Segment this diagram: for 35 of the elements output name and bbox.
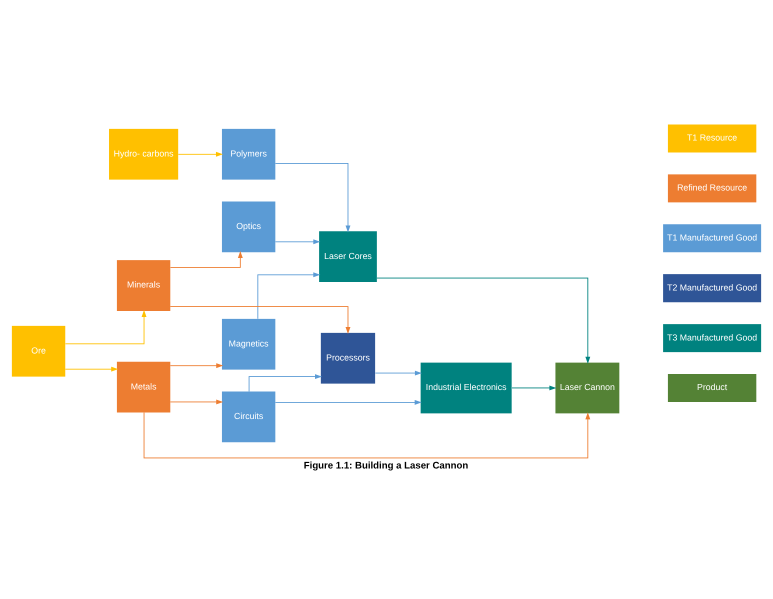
node-box: Laser Cannon	[555, 362, 620, 413]
arrow	[178, 151, 223, 156]
arrow	[64, 366, 118, 372]
node-box: Magnetics	[222, 318, 276, 370]
arrow	[170, 250, 243, 268]
arrow	[275, 399, 422, 404]
arrow	[65, 309, 146, 344]
legend-label: T1 Manufactured Good	[667, 232, 758, 242]
arrow	[170, 362, 224, 368]
legend-label: Refined Resource	[677, 182, 748, 192]
node-box: Laser Cores	[319, 230, 377, 282]
arrow	[376, 277, 590, 364]
arrow	[170, 306, 350, 334]
arrow	[512, 385, 556, 390]
node-box: Minerals	[116, 260, 170, 310]
arrow	[374, 370, 422, 376]
node-box: Optics	[222, 201, 276, 252]
node-box: Hydro- carbons	[109, 128, 178, 180]
legend-label: T3 Manufactured Good	[667, 332, 758, 342]
legend-label: Product	[697, 382, 728, 392]
legend-label: T1 Resource	[687, 132, 738, 142]
arrow	[144, 412, 590, 458]
arrow	[170, 399, 224, 404]
arrow	[248, 374, 322, 392]
node-box: Circuits	[222, 390, 276, 442]
caption: Figure 1.1: Building a Laser Cannon	[304, 460, 468, 471]
node-box: Polymers	[222, 128, 276, 180]
node-box: Ore	[12, 325, 66, 376]
arrow	[275, 238, 320, 244]
node-box: Metals	[116, 361, 170, 412]
node-box: Industrial Electronics	[420, 362, 512, 413]
legend-label: T2 Manufactured Good	[667, 282, 758, 292]
arrow	[275, 162, 350, 232]
arrow	[257, 272, 320, 319]
node-box: Processors	[320, 332, 376, 384]
